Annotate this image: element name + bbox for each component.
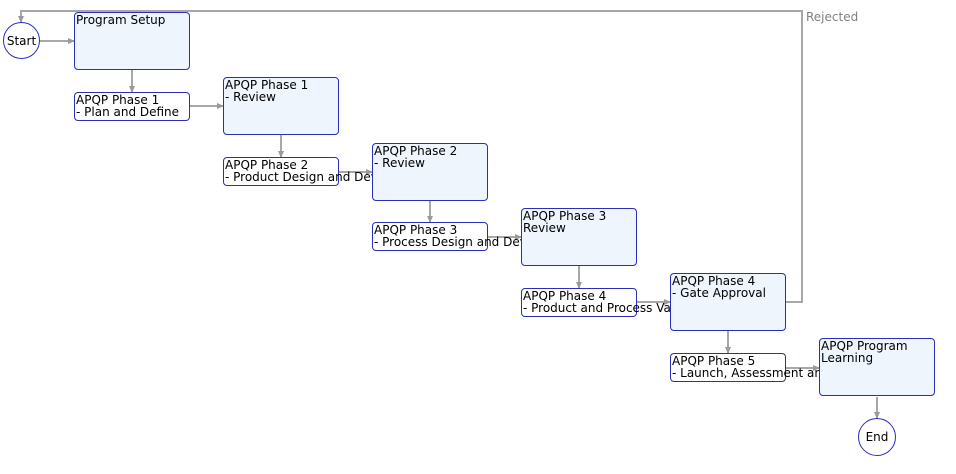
- program-setup-node[interactable]: Program Setup: [74, 12, 190, 70]
- apqp-phase4-node[interactable]: APQP Phase 4 - Product and Process Val: [521, 288, 675, 317]
- node-subtitle: - Product Design and Dev: [225, 169, 378, 184]
- node-title: APQP Program: [821, 339, 908, 353]
- node-title: APQP Phase 1: [225, 78, 309, 92]
- apqp-phase2-node[interactable]: APQP Phase 2 - Product Design and Dev: [223, 157, 378, 186]
- node-subtitle: - Gate Approval: [672, 285, 766, 300]
- node-subtitle: Learning: [821, 350, 874, 365]
- node-title: APQP Phase 3: [374, 223, 458, 237]
- end-node[interactable]: End: [858, 418, 896, 456]
- rejected-label: Rejected: [806, 10, 859, 24]
- node-subtitle: - Product and Process Val: [523, 300, 675, 315]
- node-subtitle: Review: [523, 220, 566, 235]
- apqp-phase1-node[interactable]: APQP Phase 1 - Plan and Define: [74, 92, 190, 121]
- node-subtitle: - Review: [225, 89, 276, 104]
- node-subtitle: - Plan and Define: [76, 104, 180, 119]
- apqp-phase2-review-node[interactable]: APQP Phase 2 - Review: [372, 143, 488, 201]
- node-subtitle: - Review: [374, 155, 425, 170]
- node-title: APQP Phase 2: [374, 144, 458, 158]
- apqp-phase1-review-node[interactable]: APQP Phase 1 - Review: [223, 77, 339, 135]
- node-title: APQP Phase 4: [672, 274, 756, 288]
- node-title: APQP Phase 4: [523, 289, 607, 303]
- node-title: Program Setup: [76, 13, 166, 27]
- node-title: APQP Phase 3: [523, 209, 607, 223]
- node-subtitle: - Process Design and Dev: [374, 234, 527, 249]
- node-subtitle: - Launch, Assessment and: [672, 365, 830, 380]
- node-title: APQP Phase 5: [672, 354, 756, 368]
- apqp-phase3-node[interactable]: APQP Phase 3 - Process Design and Dev: [372, 222, 527, 251]
- apqp-program-learning-node[interactable]: APQP Program Learning: [819, 338, 935, 396]
- apqp-phase4-gate-node[interactable]: APQP Phase 4 - Gate Approval: [670, 273, 786, 331]
- apqp-phase5-node[interactable]: APQP Phase 5 - Launch, Assessment and: [670, 353, 830, 382]
- connector-rejected-loop: [18, 10, 803, 303]
- apqp-phase3-review-node[interactable]: APQP Phase 3 Review: [521, 208, 637, 266]
- node-title: APQP Phase 2: [225, 158, 309, 172]
- start-node[interactable]: Start: [3, 22, 40, 59]
- node-title: APQP Phase 1: [76, 93, 160, 107]
